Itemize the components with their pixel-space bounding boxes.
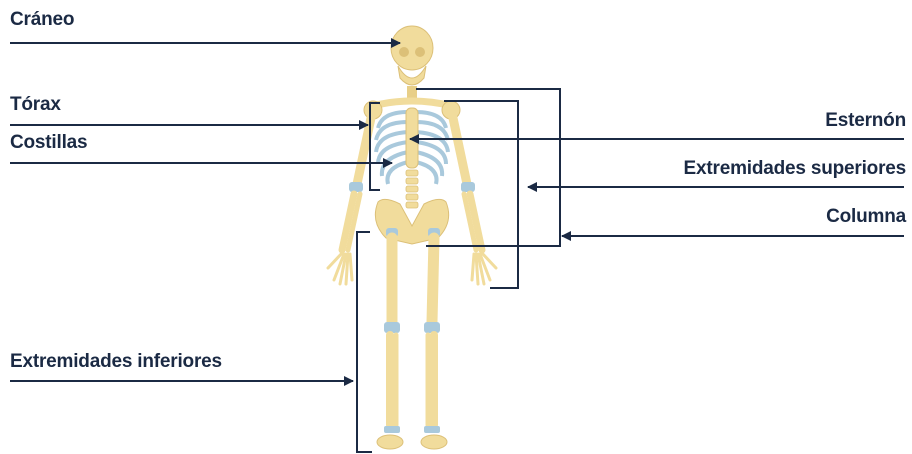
spine [406, 170, 418, 208]
label-columna: Columna [826, 206, 906, 228]
label-costillas: Costillas [10, 132, 87, 154]
label-torax: Tórax [10, 94, 61, 116]
ext-inferiores-bracket [357, 232, 372, 452]
label-ext-inferiores: Extremidades inferiores [10, 351, 222, 373]
label-craneo: Cráneo [10, 9, 74, 31]
label-esternon: Esternón [825, 110, 906, 132]
skull [391, 26, 433, 70]
label-ext-superiores: Extremidades superiores [684, 158, 906, 180]
